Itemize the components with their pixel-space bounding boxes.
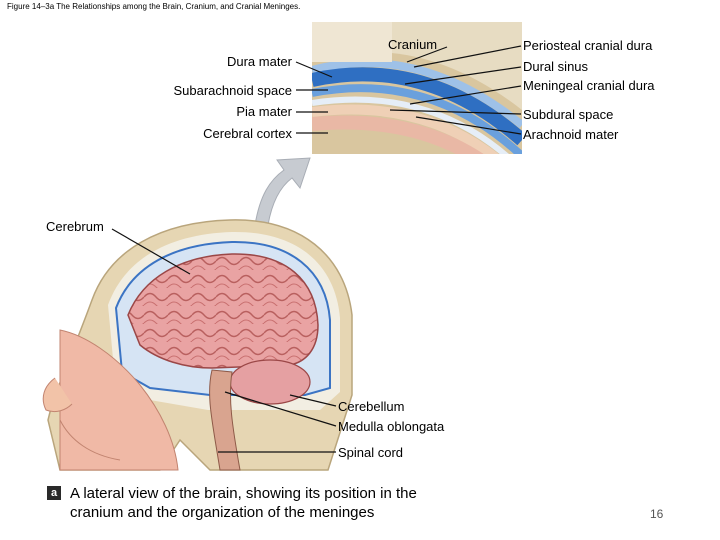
label-cerebrum: Cerebrum [46, 219, 104, 234]
label-subarachnoid-space: Subarachnoid space [120, 83, 292, 98]
zoom-arrow [255, 158, 310, 225]
label-cerebral-cortex: Cerebral cortex [150, 126, 292, 141]
label-subdural-space: Subdural space [523, 107, 613, 122]
label-medulla-oblongata: Medulla oblongata [338, 419, 444, 434]
label-arachnoid-mater: Arachnoid mater [523, 127, 618, 142]
label-cranium: Cranium [388, 37, 437, 52]
page-number: 16 [650, 507, 663, 521]
label-periosteal-cranial-dura: Periosteal cranial dura [523, 38, 652, 53]
label-cerebellum: Cerebellum [338, 399, 404, 414]
label-dural-sinus: Dural sinus [523, 59, 588, 74]
label-pia-mater: Pia mater [150, 104, 292, 119]
label-dura-mater: Dura mater [150, 54, 292, 69]
head-section [43, 220, 352, 470]
caption-badge: a [47, 486, 61, 500]
label-meningeal-cranial-dura: Meningeal cranial dura [523, 78, 655, 93]
label-spinal-cord: Spinal cord [338, 445, 403, 460]
figure-caption: A lateral view of the brain, showing its… [70, 484, 450, 522]
